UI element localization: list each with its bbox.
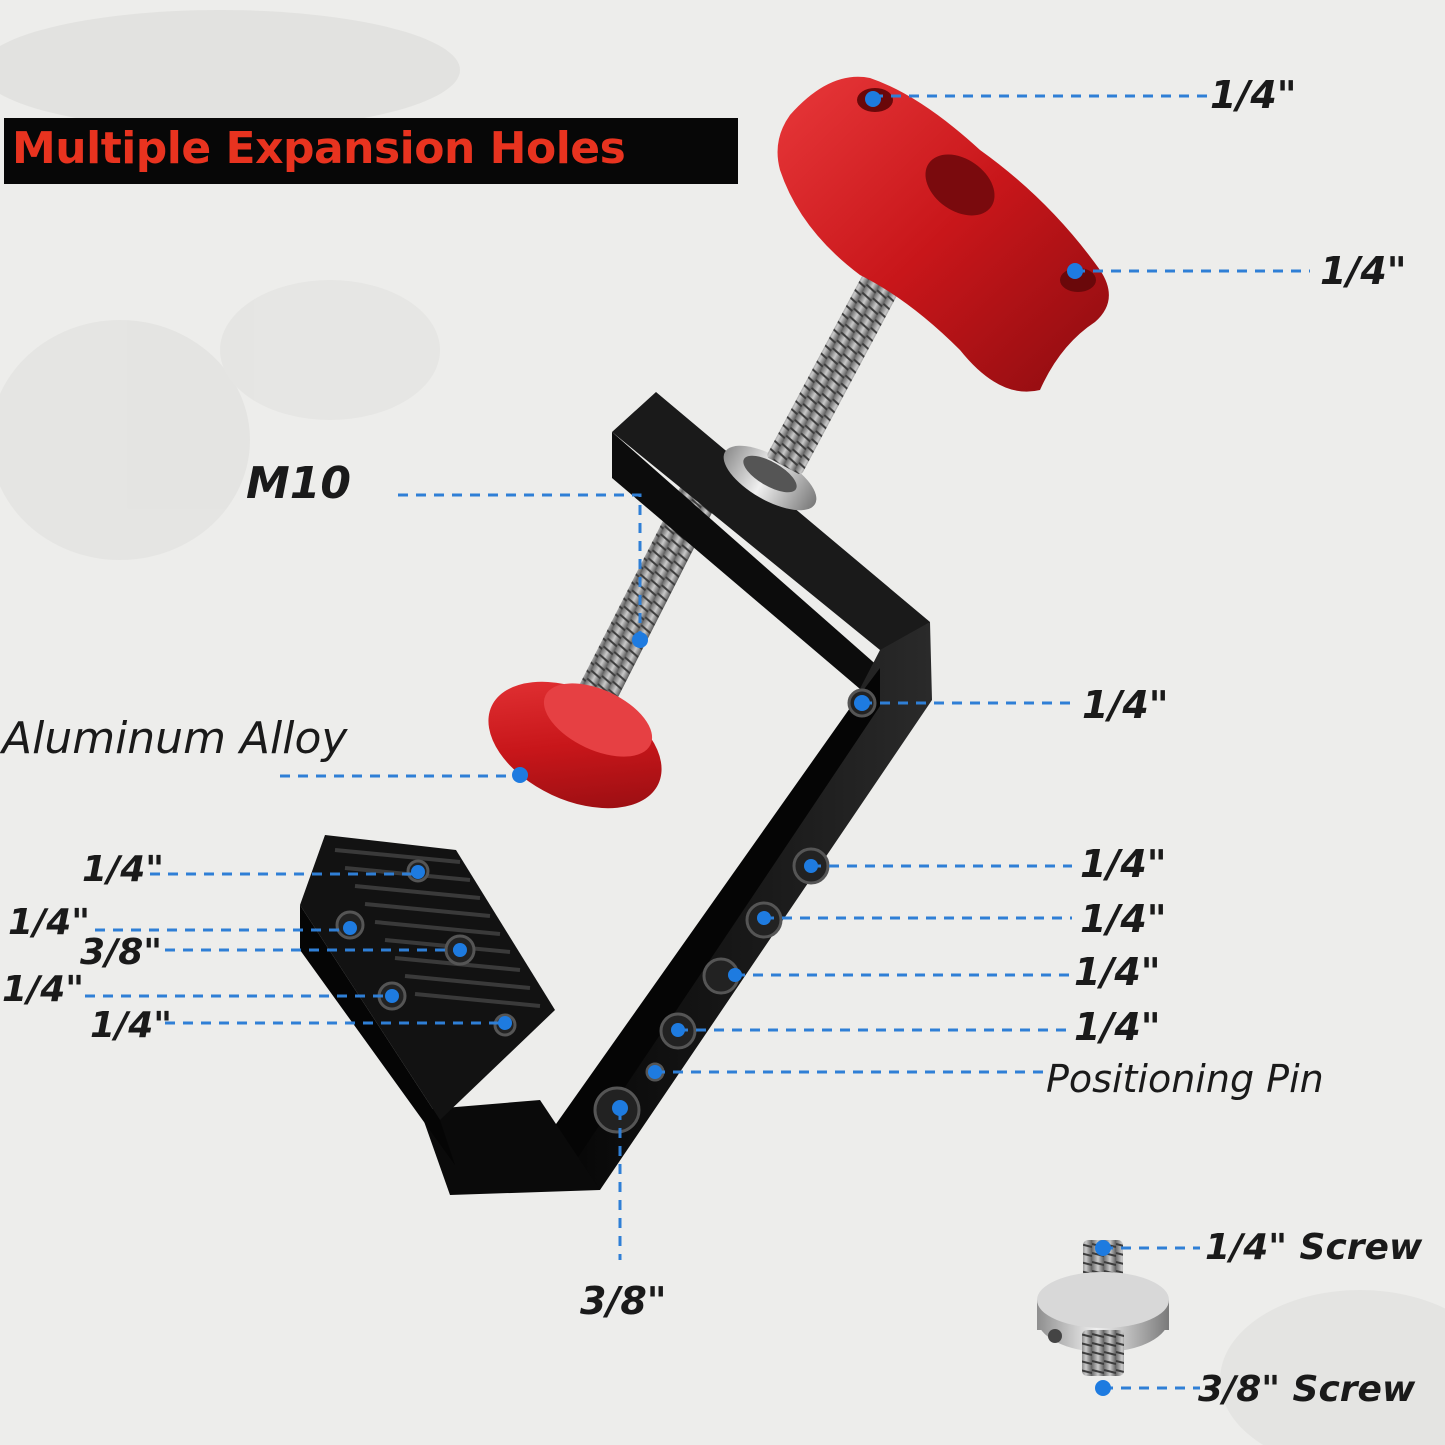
knob-right-hole-label: 1/4" bbox=[1320, 249, 1407, 293]
washer bbox=[723, 445, 817, 511]
jaw-hole-1-label: 1/4" bbox=[82, 849, 165, 890]
page-title: Multiple Expansion Holes bbox=[12, 123, 626, 174]
red-swivel-pad bbox=[488, 681, 662, 809]
adapter-screw bbox=[1037, 1240, 1169, 1376]
jaw-hole-3-label: 3/8" bbox=[80, 932, 163, 973]
upper-threaded-rod bbox=[767, 254, 908, 474]
jaw-hole-4-label: 1/4" bbox=[2, 969, 85, 1010]
bottom-hole-label: 3/8" bbox=[580, 1279, 667, 1323]
jaw-hole-5-label: 1/4" bbox=[90, 1005, 173, 1046]
screw-bottom-label: 3/8" Screw bbox=[1198, 1369, 1416, 1410]
right-hole-2-label: 1/4" bbox=[1080, 897, 1167, 941]
thread-label: M10 bbox=[246, 458, 352, 509]
lower-threaded-rod bbox=[564, 477, 720, 734]
background-shadows bbox=[0, 10, 1445, 1445]
knob-top-hole-label: 1/4" bbox=[1210, 73, 1297, 117]
jaw-hole-2-label: 1/4" bbox=[8, 902, 91, 943]
leader-lines bbox=[85, 94, 1310, 1390]
positioning-pin-label: Positioning Pin bbox=[1046, 1057, 1324, 1101]
screw-top-label: 1/4" Screw bbox=[1205, 1227, 1423, 1268]
side-hole-label: 1/4" bbox=[1082, 683, 1169, 727]
callout-dots bbox=[343, 91, 1111, 1396]
right-hole-3-label: 1/4" bbox=[1074, 950, 1161, 994]
right-hole-1-label: 1/4" bbox=[1080, 842, 1167, 886]
title-banner bbox=[4, 118, 738, 184]
material-label: Aluminum Alloy bbox=[2, 713, 348, 764]
right-hole-4-label: 1/4" bbox=[1074, 1005, 1161, 1049]
